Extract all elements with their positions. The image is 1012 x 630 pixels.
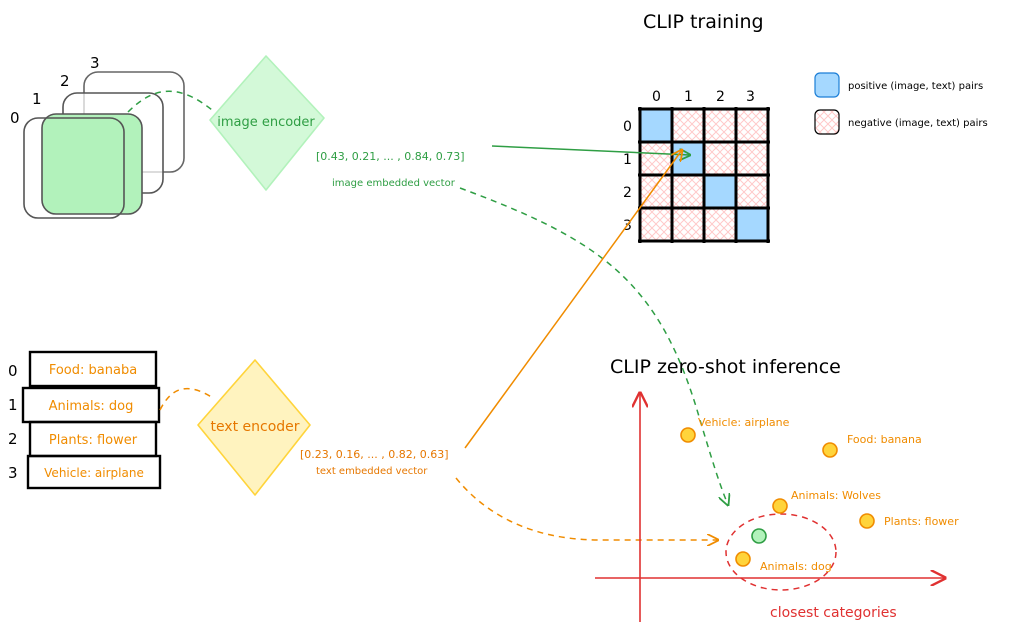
matrix-cell-positive [704,175,736,207]
matrix-col-label-1: 1 [684,89,693,105]
image-card-1 [41,113,143,215]
text-index-1: 1 [8,396,18,414]
matrix-cell-positive [640,110,672,142]
closest-categories-label: closest categories [770,605,897,621]
image-card-0 [23,117,125,219]
matrix-row-label-2: 2 [623,185,632,201]
image-vector-caption: image embedded vector [332,178,456,189]
list-to-encoder-link [159,387,214,411]
image-stack: 0 1 2 3 [10,54,185,219]
point-plants-flower [859,513,875,529]
matrix-cell-negative [640,208,672,240]
point-label: Vehicle: airplane [698,416,790,429]
matrix-cell-negative [736,110,768,142]
closest-categories-ellipse [725,513,837,591]
image-index-3: 3 [90,54,100,72]
text-item-box [28,350,158,388]
image-encoder-label: image encoder [217,115,315,130]
legend-negative-label: negative (image, text) pairs [848,118,988,129]
point-animals-wolves [772,498,788,514]
point-label: Animals: dog [760,560,832,573]
legend-negative-swatch [814,109,840,135]
image-to-inference-arrow [459,187,728,505]
legend-positive-swatch [814,72,840,98]
matrix-row-label-1: 1 [623,152,632,168]
text-item-label: Plants: flower [49,433,138,448]
matrix-grid [638,107,770,243]
point-label: Food: banana [847,433,922,446]
training-title: CLIP training [643,11,764,33]
matrix-cell-positive [736,208,768,240]
image-index-2: 2 [60,72,70,90]
inference-points: Vehicle: airplane Food: banana Animals: … [680,416,959,573]
matrix-cell-negative [736,142,768,174]
image-vector: [0.43, 0.21, ... , 0.84, 0.73] [316,150,465,163]
matrix-cell-negative [704,110,736,142]
matrix-row-label-0: 0 [623,119,632,135]
text-item-label: Animals: dog [49,399,134,414]
point-animals-dog [735,551,751,567]
point-food-banana [822,442,838,458]
matrix-col-label-2: 2 [716,89,725,105]
matrix-col-label-3: 3 [746,89,755,105]
training-legend: positive (image, text) pairs negative (i… [814,72,988,135]
legend-positive-label: positive (image, text) pairs [848,81,983,92]
text-index-3: 3 [8,464,18,482]
matrix-cell-negative [704,142,736,174]
matrix-cell-negative [672,208,704,240]
text-index-0: 0 [8,362,18,380]
image-vector-arrow [491,145,690,155]
point-label: Animals: Wolves [791,489,881,502]
matrix-cell-negative [736,175,768,207]
matrix-cell-negative [672,175,704,207]
text-vector-arrow [464,150,682,449]
matrix-cell-negative [672,110,704,142]
text-item-label: Food: banaba [49,363,137,378]
text-encoder-shape [197,359,311,496]
matrix-col-label-0: 0 [652,89,661,105]
stack-to-encoder-link [127,90,213,113]
text-vector-caption: text embedded vector [316,466,428,477]
image-index-1: 1 [32,90,42,108]
text-encoder-label: text encoder [210,419,299,435]
matrix-cell-negative [640,142,672,174]
point-vehicle-airplane [680,427,696,443]
text-encoder: text encoder [197,359,311,496]
inference-title: CLIP zero-shot inference [610,356,841,378]
training-matrix: 0 1 2 3 0 1 2 3 [623,89,770,243]
text-item-label: Vehicle: airplane [44,466,144,480]
point-label: Plants: flower [884,515,959,528]
matrix-cell-negative [704,208,736,240]
matrix-cell-negative [640,175,672,207]
image-encoder-shape [209,55,325,191]
text-to-inference-arrow [455,477,718,540]
text-item-box [26,454,162,490]
image-index-0: 0 [10,109,20,127]
text-index-2: 2 [8,430,18,448]
image-encoder: image encoder [209,55,325,191]
text-vector: [0.23, 0.16, ... , 0.82, 0.63] [300,448,449,461]
image-embedding-point [751,528,767,544]
text-list: 0 1 2 3 Food: banaba Animals: dog Plants… [8,350,162,490]
